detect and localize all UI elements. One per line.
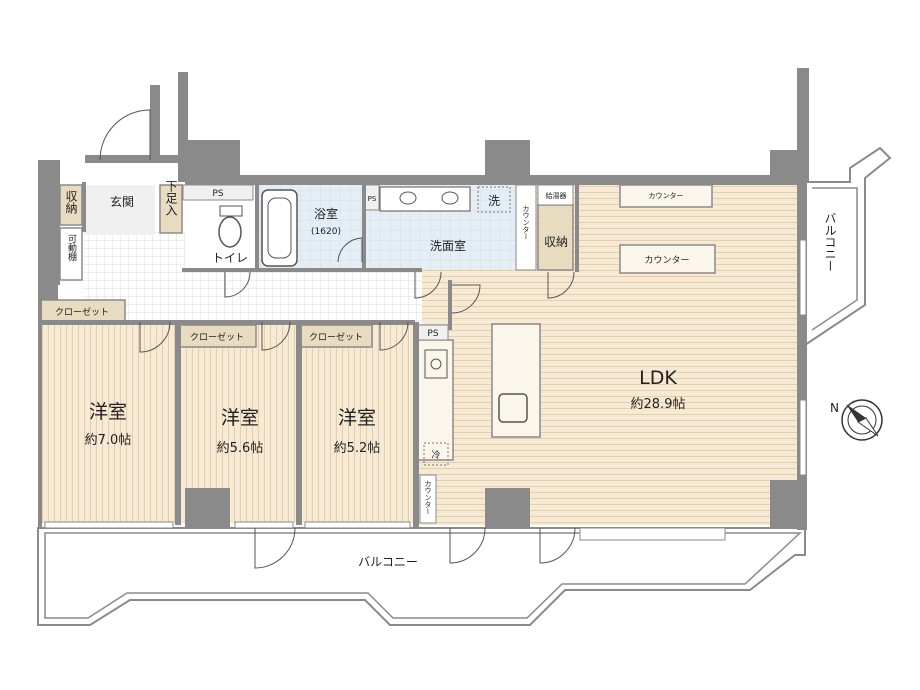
genkan-floor: [85, 185, 155, 235]
fridge-space: [423, 442, 449, 466]
stove-icon: [424, 349, 448, 379]
western-room-3-size: 約5.2帖: [334, 441, 381, 456]
bathtub-icon: [261, 189, 298, 267]
water-heater-label: 給湯器: [546, 191, 567, 200]
bath-size-label: (1620): [311, 227, 341, 237]
windows: [44, 239, 807, 541]
toilet-label: トイレ: [212, 251, 248, 265]
shoes-label: 下足入: [164, 180, 178, 216]
storage-left-label: 収納: [64, 190, 78, 214]
balcony-south: [37, 527, 806, 626]
ps-label-3: PS: [368, 195, 377, 203]
storage-right-label: 収納: [544, 235, 568, 249]
bath-label: 浴室: [314, 206, 338, 221]
washroom-label: 洗面室: [430, 238, 466, 253]
washer-space: [477, 186, 511, 213]
doors: [99, 109, 576, 569]
ps-label-1: PS: [212, 189, 223, 199]
western-room-1-size: 約7.0帖: [85, 433, 132, 448]
storage-right: [537, 204, 574, 271]
ldk-size: 約28.9帖: [631, 397, 686, 412]
vanity-icon: [379, 186, 471, 212]
balcony-east: [804, 146, 892, 347]
balcony-east-label: バルコニー: [823, 212, 837, 272]
western-room-1-floor: [40, 325, 175, 523]
kitchen-counter: [417, 339, 454, 461]
kitchen-island: [491, 323, 541, 438]
sink-icon: [498, 393, 528, 423]
western-room-3-name: 洋室: [338, 407, 376, 429]
ldk-name: LDK: [639, 367, 677, 389]
compass-icon: N: [830, 399, 883, 441]
closet-1-label: クローゼット: [55, 306, 109, 318]
western-room-2-name: 洋室: [221, 407, 259, 429]
balcony-south-label: バルコニー: [358, 555, 418, 569]
closet-3-label: クローゼット: [309, 331, 363, 343]
counter-small-label: カウンター: [424, 480, 432, 515]
ps-label-2: PS: [427, 329, 438, 339]
compass-north-label: N: [830, 401, 839, 415]
counter-top-label: カウンター: [649, 191, 684, 200]
movable-shelf-label: 可動棚: [66, 234, 77, 262]
counter-small: [419, 474, 437, 524]
walls: [38, 68, 809, 530]
counter-washroom-label: カウンター: [522, 205, 530, 240]
wash-mark-label: 洗: [488, 194, 500, 208]
western-room-3-floor: [300, 325, 413, 523]
counter-ldk: [619, 244, 716, 274]
closet-2-label: クローゼット: [190, 331, 244, 343]
counter-ldk-label: カウンター: [644, 255, 689, 266]
toilet-icon: [218, 216, 242, 248]
western-room-2-size: 約5.6帖: [217, 441, 264, 456]
genkan-label: 玄関: [110, 194, 134, 209]
western-room-1-name: 洋室: [89, 401, 127, 423]
shoe-cabinet: [159, 184, 183, 234]
fridge-label: 冷: [431, 449, 440, 461]
